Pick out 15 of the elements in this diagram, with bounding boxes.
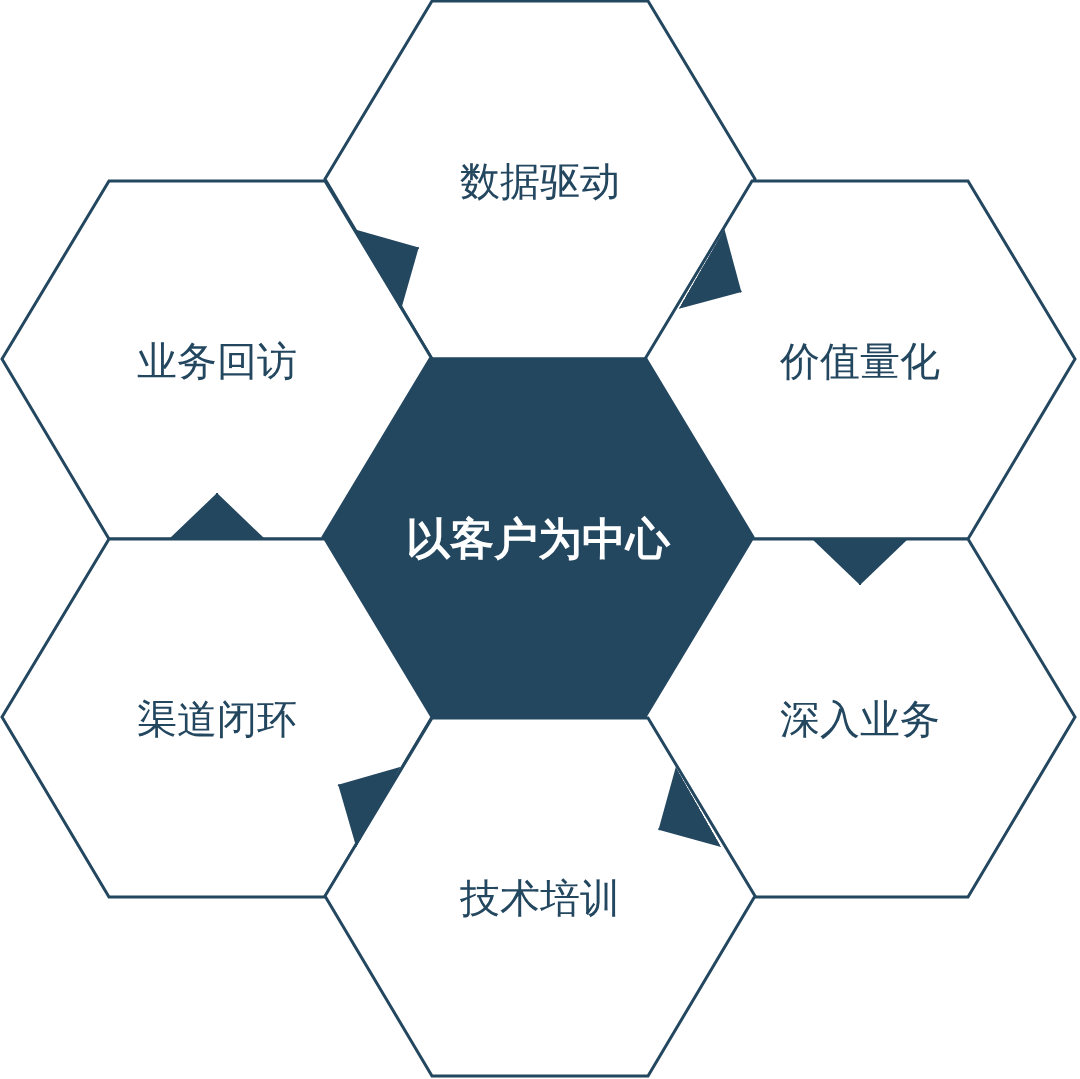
hexagon-label: 价值量化 xyxy=(780,336,940,386)
hexagon-label: 渠道闭环 xyxy=(137,694,297,744)
chevron-arrow xyxy=(657,767,722,847)
hexagon xyxy=(323,716,757,1078)
chevron-arrow xyxy=(356,229,420,311)
chevron-arrow xyxy=(169,492,265,540)
hexagon-label: 数据驱动 xyxy=(460,156,620,206)
hexagon xyxy=(321,357,755,719)
hexagon-label: 技术培训 xyxy=(460,873,620,923)
hexagon-label: 业务回访 xyxy=(137,336,297,386)
hexagon xyxy=(323,0,757,361)
hexagon-label: 深入业务 xyxy=(780,694,940,744)
hexagon-label: 以客户为中心 xyxy=(406,511,670,566)
chevron-arrow xyxy=(678,229,743,309)
chevron-arrow xyxy=(337,766,401,848)
